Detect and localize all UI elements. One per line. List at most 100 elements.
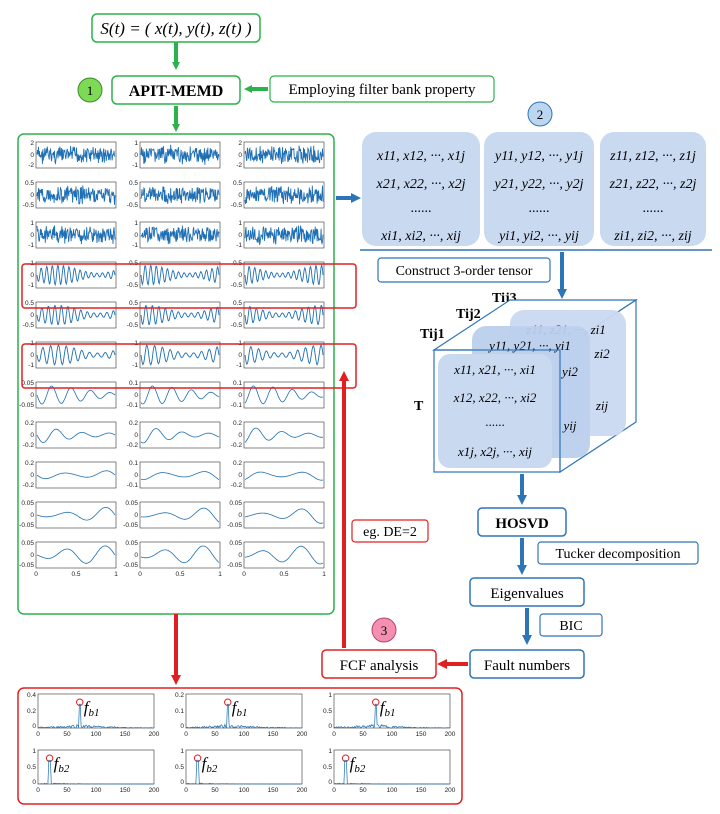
imf-y-tick: 0 — [30, 272, 34, 279]
spectrum-x-tick: 200 — [445, 787, 456, 794]
spectrum-line — [37, 759, 154, 785]
imf-waveform — [244, 545, 324, 565]
imf-y-tick: 0 — [30, 352, 34, 359]
imf-y-tick: 0 — [238, 232, 242, 239]
imf-x-tick: 1 — [114, 571, 118, 578]
imf-y-tick: 0.05 — [229, 540, 242, 547]
imf-y-tick: 0 — [238, 512, 242, 519]
imf-y-tick: 0 — [238, 552, 242, 559]
label-fb1: fb1 — [380, 698, 396, 719]
label-fb1: fb1 — [84, 698, 100, 719]
imf-waveform — [140, 225, 220, 245]
imf-panel: 0.20-0.2 — [127, 420, 221, 449]
imf-y-tick: 0 — [134, 192, 138, 199]
imf-y-tick: -0.5 — [127, 202, 139, 209]
method-label: APIT-MEMD — [129, 83, 224, 100]
spectrum-x-tick: 0 — [184, 787, 188, 794]
imf-panel: 10-1 — [236, 340, 325, 369]
imf-waveform — [140, 305, 220, 325]
svg-text:......: ...... — [411, 201, 432, 216]
imf-y-tick: 0.5 — [129, 300, 138, 307]
svg-text:x1j, x2j, ···, xij: x1j, x2j, ···, xij — [457, 444, 532, 459]
imf-y-tick: -0.5 — [231, 282, 243, 289]
imf-y-tick: 0.05 — [229, 500, 242, 507]
spectrum-x-tick: 50 — [63, 787, 71, 794]
label-Tij1: Tij1 — [420, 327, 445, 342]
imf-y-tick: 0 — [134, 312, 138, 319]
spectrum-x-tick: 200 — [297, 731, 308, 738]
imf-y-tick: 0.5 — [25, 300, 34, 307]
imf-y-tick: 0 — [134, 432, 138, 439]
imf-waveform — [36, 263, 116, 287]
spectrum-line — [333, 759, 450, 785]
svg-text:z21, z22, ···, z2j: z21, z22, ···, z2j — [609, 177, 697, 192]
imf-y-tick: 0.2 — [233, 460, 242, 467]
imf-waveform — [140, 344, 220, 366]
imf-x-tick: 0.5 — [175, 571, 184, 578]
imf-waveform — [36, 305, 116, 325]
imf-y-tick: 1 — [238, 220, 242, 227]
imf-panel: 0.20-0.2 — [23, 460, 117, 489]
imf-panel: 0.10-0.1 — [127, 380, 221, 409]
label-fb2: fb2 — [202, 754, 218, 775]
imf-y-tick: -0.05 — [123, 522, 138, 529]
imf-y-tick: 0 — [238, 272, 242, 279]
imf-y-tick: 0 — [30, 152, 34, 159]
imf-y-tick: -0.1 — [231, 402, 243, 409]
imf-y-tick: -1 — [132, 362, 138, 369]
imf-y-tick: -0.5 — [231, 322, 243, 329]
spectrum-y-tick: 0 — [328, 779, 332, 786]
imf-panel: 10-1 — [28, 220, 117, 249]
imf-y-tick: 0 — [238, 152, 242, 159]
svg-text:eg. DE=2: eg. DE=2 — [363, 525, 417, 540]
spectrum-y-tick: 1 — [328, 748, 332, 755]
imf-y-tick: 2 — [238, 140, 242, 147]
imf-y-tick: 0 — [30, 192, 34, 199]
spectrum-x-tick: 0 — [36, 787, 40, 794]
imf-y-tick: -1 — [132, 162, 138, 169]
imf-y-tick: 0 — [30, 232, 34, 239]
imf-waveform — [244, 471, 324, 481]
spectrum-x-tick: 0 — [36, 731, 40, 738]
svg-text:......: ...... — [485, 414, 505, 429]
imf-y-tick: 0.5 — [129, 180, 138, 187]
svg-text:zij: zij — [595, 398, 609, 413]
spectrum-y-tick: 0.2 — [175, 692, 184, 699]
imf-x-tick: 1 — [218, 571, 222, 578]
imf-y-tick: -1 — [236, 242, 242, 249]
hosvd-box: HOSVD — [477, 507, 567, 537]
de-box: eg. DE=2 — [351, 519, 429, 543]
spectrum-x-tick: 0 — [332, 731, 336, 738]
imf-y-tick: -1 — [28, 362, 34, 369]
imf-y-tick: 0 — [134, 352, 138, 359]
imf-waveform — [36, 385, 116, 405]
imf-y-tick: -0.1 — [127, 402, 139, 409]
imf-y-tick: -0.5 — [23, 202, 35, 209]
svg-text:FCF analysis: FCF analysis — [340, 658, 419, 674]
spectrum-x-tick: 50 — [359, 731, 367, 738]
imf-y-tick: 0 — [30, 312, 34, 319]
svg-text:yi1, yi2, ···, yij: yi1, yi2, ···, yij — [497, 229, 579, 244]
svg-text:3: 3 — [381, 623, 388, 638]
imf-y-tick: -2 — [236, 162, 242, 169]
imf-y-tick: 0 — [30, 552, 34, 559]
imf-y-tick: 0 — [134, 552, 138, 559]
tucker-box: Tucker decomposition — [537, 541, 699, 565]
imf-panel: 0.20-0.2 — [231, 460, 325, 489]
imf-y-tick: 0 — [134, 512, 138, 519]
svg-text:y21, y22, ···, y2j: y21, y22, ···, y2j — [492, 177, 583, 192]
spectrum-y-tick: 0.5 — [175, 764, 184, 771]
spectrum-x-tick: 150 — [416, 731, 427, 738]
imf-waveform — [244, 344, 324, 366]
svg-text:1: 1 — [87, 83, 94, 98]
imf-panel: 0.20-0.2 — [23, 420, 117, 449]
imf-panel: 0.050-0.05 — [19, 380, 117, 409]
spectrum-y-tick: 0 — [328, 723, 332, 730]
imf-panel: 2 0 -2 — [236, 140, 325, 169]
imf-panel: 0.50-0.5 — [231, 180, 325, 209]
spectrum-x-tick: 150 — [268, 787, 279, 794]
imf-panel: 10-1 — [28, 340, 117, 369]
imf-y-tick: -0.05 — [227, 522, 242, 529]
